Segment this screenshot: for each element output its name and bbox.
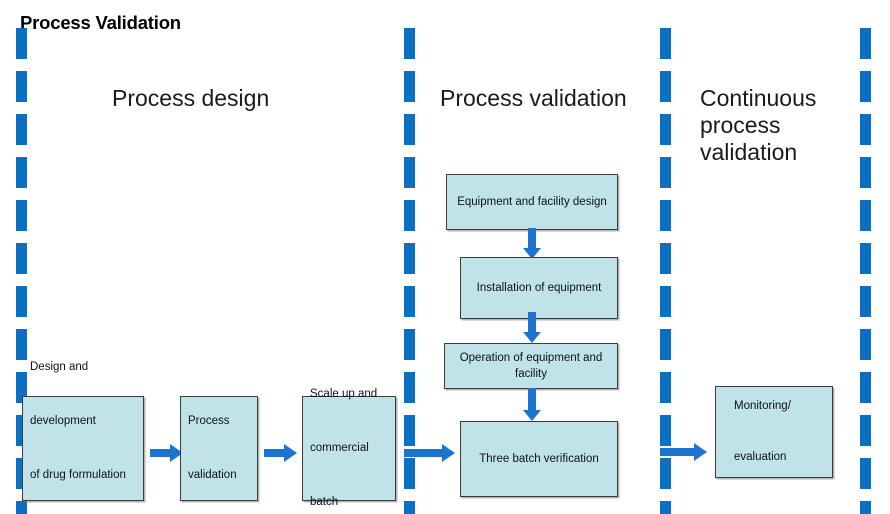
box-three-batch-verification-label: Three batch verification [479,452,599,465]
arrow-scaleup-to-threebatch [404,443,456,463]
section-heading-process-validation: Process validation [440,85,627,111]
box-operation-of-equipment-label: Operation of equipment and facility [459,351,603,380]
arrow-validation-to-scaleup [264,443,298,463]
box-process-validation[interactable]: Process validation [180,396,258,501]
divider-3 [660,28,671,514]
page-title: Process Validation [20,12,181,33]
box-three-batch-verification[interactable]: Three batch verification [460,421,618,497]
box-design-and-development-label: Design and development of drug formulati… [30,360,126,482]
box-design-and-development[interactable]: Design and development of drug formulati… [22,361,144,501]
box-operation-of-equipment-and-facility[interactable]: Operation of equipment and facility [444,343,618,389]
box-scale-up-and-commercial-batch[interactable]: Scale up and commercial batch [302,388,396,508]
box-installation-of-equipment[interactable]: Installation of equipment [460,257,618,319]
section-heading-continuous-process-validation: Continuous process validation [700,85,817,166]
box-monitoring-evaluation[interactable]: Monitoring/ evaluation [715,386,833,478]
box-monitoring-evaluation-label: Monitoring/ evaluation [734,400,791,463]
box-equipment-and-facility-design[interactable]: Equipment and facility design [446,174,618,230]
arrow-design-to-validation [150,443,184,463]
divider-2 [404,28,415,514]
section-heading-process-design: Process design [112,85,270,111]
arrow-threebatch-to-monitoring [660,442,708,462]
box-installation-of-equipment-label: Installation of equipment [476,281,602,294]
box-equipment-and-facility-design-label: Equipment and facility design [457,195,607,208]
box-scale-up-label: Scale up and commercial batch [310,387,378,509]
arrow-operation-to-threebatch [522,388,542,422]
arrow-installation-to-operation [522,312,542,344]
divider-1 [16,28,27,514]
arrow-equipment-to-installation [522,228,542,260]
box-process-validation-label: Process validation [188,414,237,481]
divider-4 [860,28,871,514]
